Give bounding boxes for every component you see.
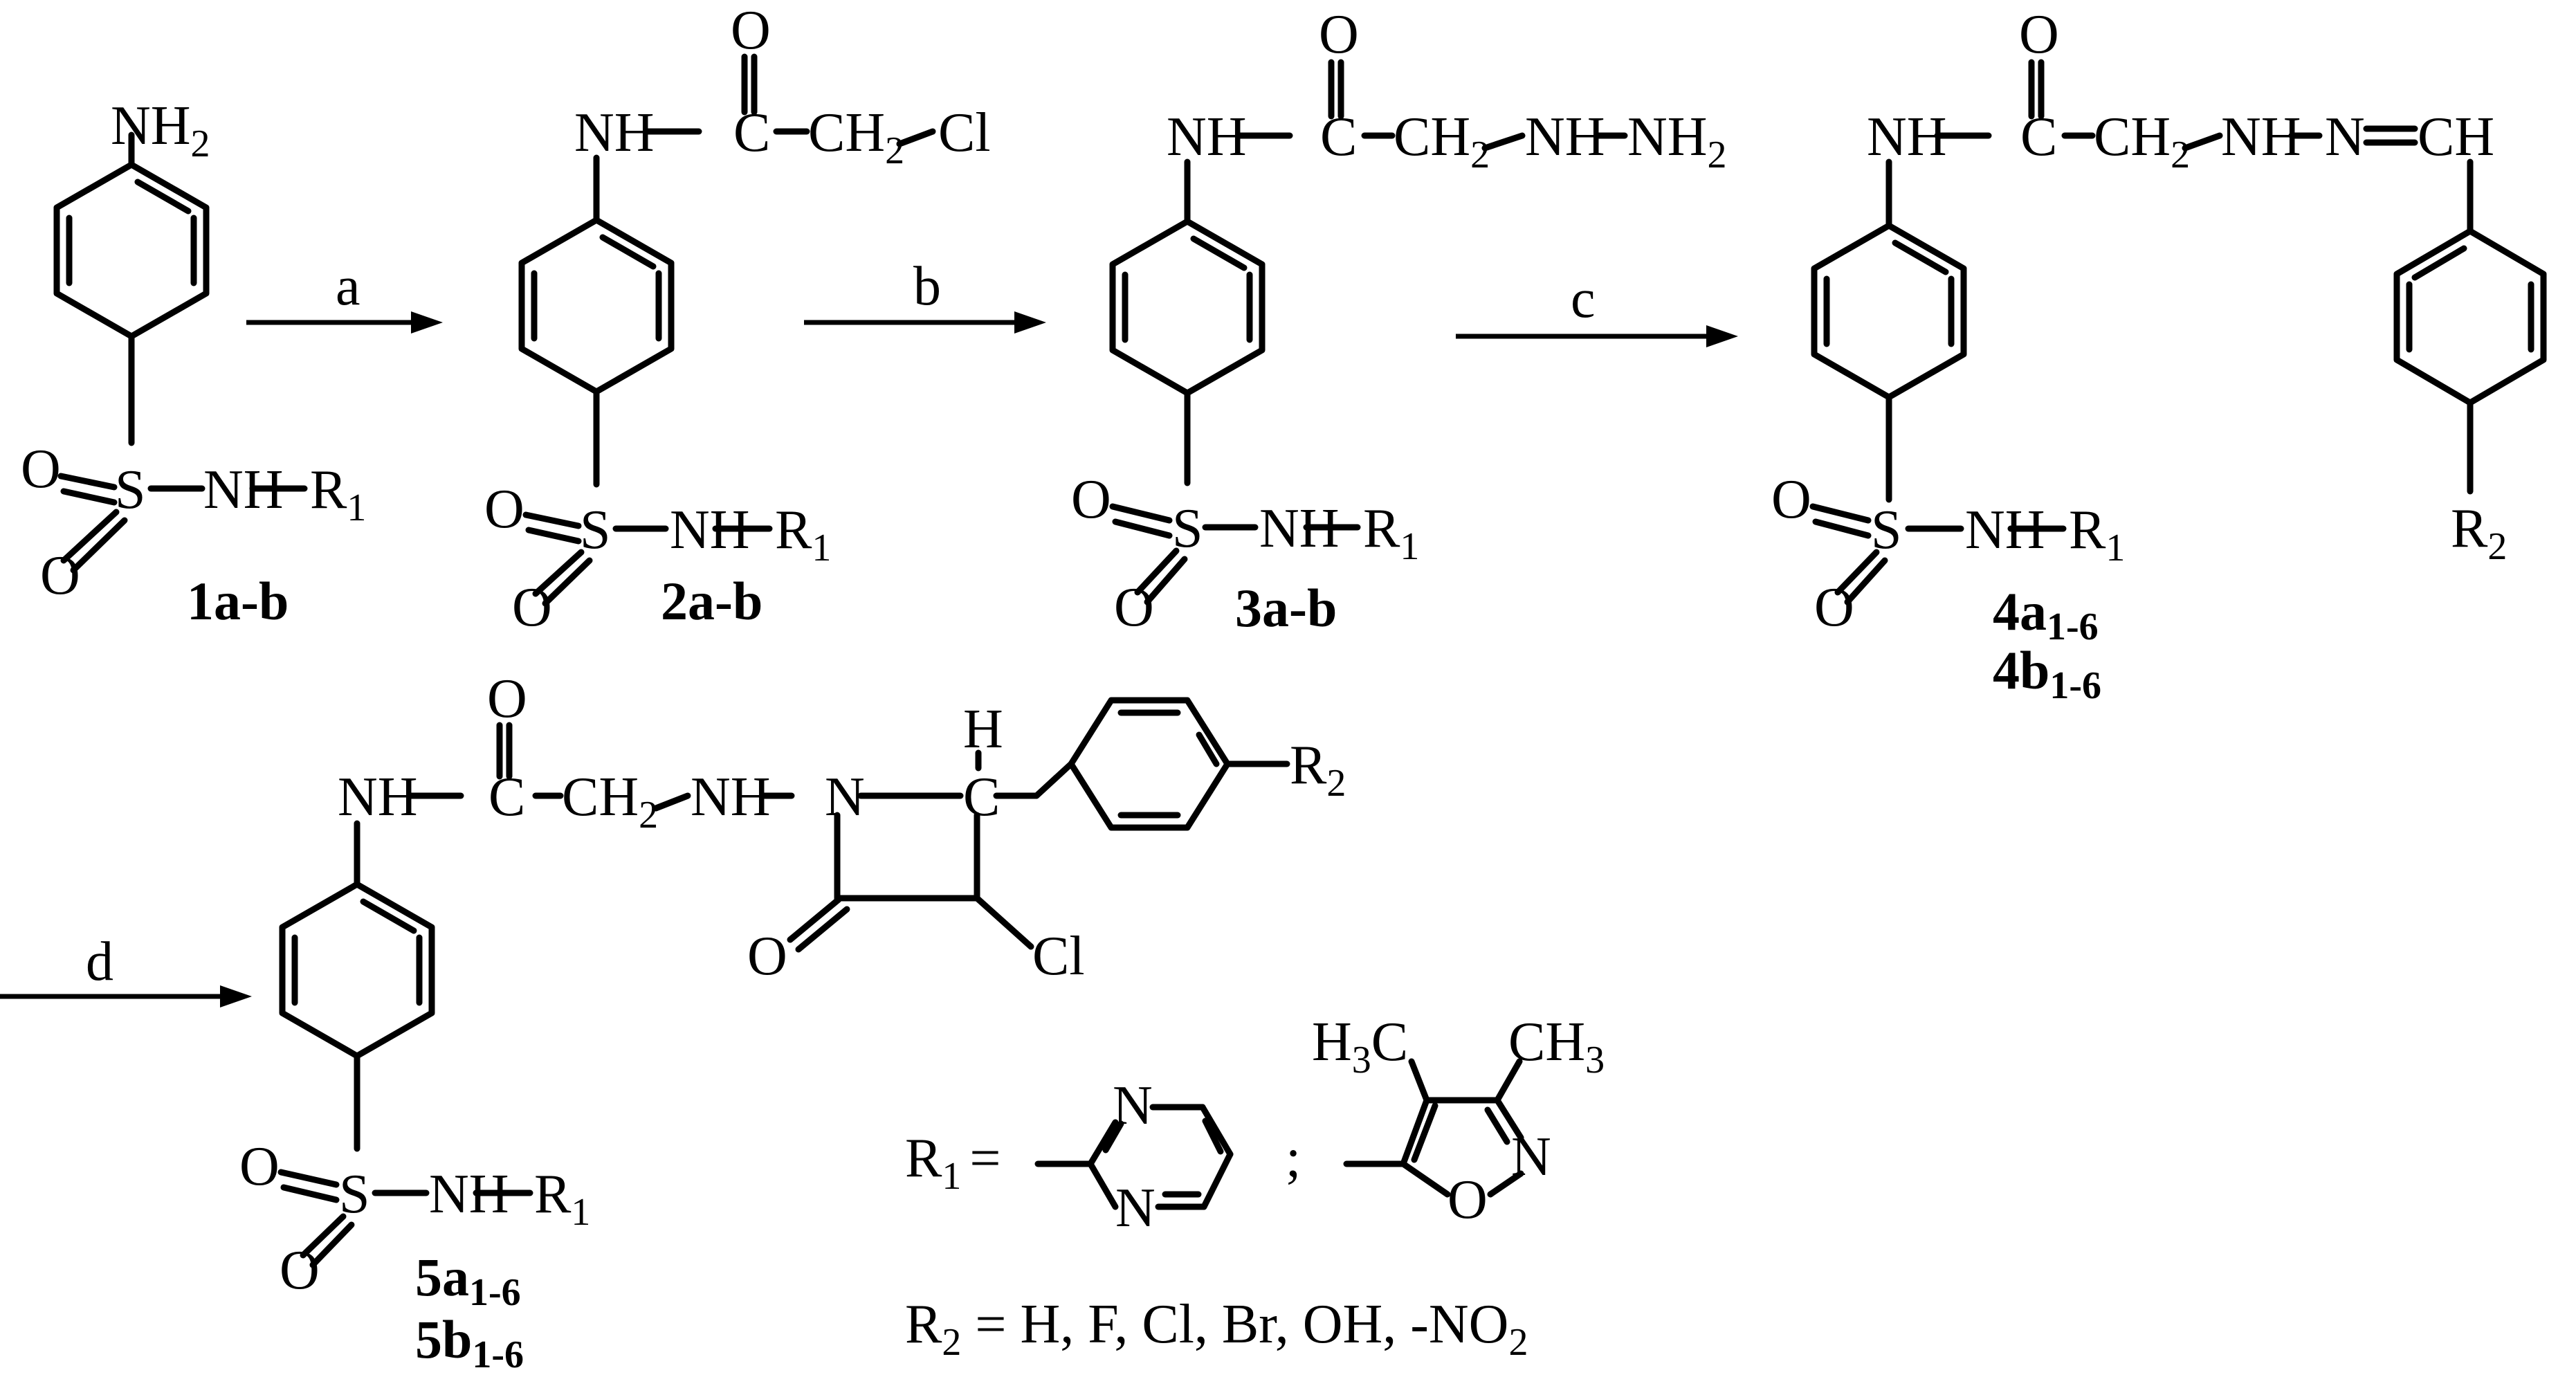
aryl-ring — [2393, 228, 2547, 495]
nh-label: NH — [1965, 500, 2045, 560]
compound-label: 3a-b — [1235, 578, 1337, 638]
methyl-group: CH3 — [1508, 1012, 1605, 1082]
compound-label-5b: 5b1-6 — [415, 1309, 524, 1376]
imine-ch: CH — [2418, 107, 2494, 167]
sulfonyl-oxygen: O — [239, 1136, 280, 1197]
r1-label: R1 — [310, 459, 366, 529]
carbonyl-oxygen: O — [2019, 4, 2059, 65]
reagent-label: b — [913, 256, 941, 317]
carbonyl-oxygen: O — [731, 0, 771, 61]
sulfonyl-oxygen: O — [280, 1240, 320, 1301]
amino-group: NH2 — [1627, 107, 1727, 176]
substituent-legend: R1= N N ; — [905, 1012, 1605, 1364]
chlorine-atom: Cl — [1032, 926, 1085, 987]
nh-label: NH — [338, 767, 418, 828]
arrow-d: d — [0, 931, 252, 1007]
r1-definition-label: R1= — [905, 1128, 1001, 1198]
carbonyl-carbon: C — [733, 102, 770, 163]
methylene-group: CH2 — [562, 767, 658, 837]
nh-label: NH — [429, 1164, 509, 1225]
nh-label: NH — [1867, 107, 1947, 167]
ring-nitrogen: N — [1113, 1075, 1153, 1136]
methylene-group: CH2 — [1394, 107, 1490, 176]
aryl-ring — [1033, 697, 1290, 831]
compound-1a-b: NH2 S O O NH R1 1a-b — [21, 95, 366, 631]
dimethylisoxazolyl-group: H3C CH3 N O — [1312, 1012, 1605, 1230]
sulfonyl-oxygen: O — [21, 439, 61, 500]
hydrazone-nh: NH — [2221, 107, 2301, 167]
imine-nitrogen: N — [2325, 107, 2365, 167]
arrow-a: a — [246, 256, 443, 334]
benzene-ring — [1109, 59, 1628, 531]
compound-label-5a: 5a1-6 — [415, 1247, 521, 1314]
sulfonamide-group: S O O NH R1 — [484, 479, 831, 638]
carbonyl-oxygen: O — [1319, 4, 1359, 65]
r1-label: R1 — [2069, 500, 2125, 569]
sulfonyl-oxygen: O — [1114, 577, 1154, 638]
nh-label: NH — [1167, 107, 1247, 167]
sulfonamide-group: S O O NH R1 — [1071, 469, 1419, 638]
sulfonamide-group: S O O NH R1 — [1771, 469, 2125, 638]
sulfonyl-oxygen: O — [484, 479, 524, 540]
sulfur-atom: S — [115, 459, 146, 520]
carbonyl-carbon: C — [2020, 107, 2057, 167]
compound-label: 1a-b — [187, 571, 289, 631]
r2-label: R2 — [2451, 498, 2507, 568]
sulfonamide-group: S O O NH R1 — [239, 1136, 590, 1301]
nh-label: NH — [203, 459, 284, 520]
compound-3a-b: NH O C CH2 NH NH2 S O O NH R1 3a-b — [1071, 4, 1727, 638]
reagent-label: d — [86, 931, 113, 992]
benzene-ring — [1811, 59, 2474, 532]
hydrazine-nh: NH — [1525, 107, 1605, 167]
r2-label: R2 — [1290, 735, 1346, 805]
benzene-ring — [53, 131, 308, 492]
sulfonyl-oxygen: O — [1071, 469, 1111, 530]
lactam-nitrogen: N — [825, 767, 865, 828]
compound-5: NH O C CH2 NH N H C O Cl R2 S O O NH R1 … — [239, 668, 1346, 1376]
nh-label: NH — [574, 102, 655, 163]
compound-label-4a: 4a1-6 — [1993, 581, 2099, 648]
nh-label: NH — [670, 500, 750, 560]
chlorine-atom: Cl — [938, 102, 991, 163]
ring-hydrogen: H — [963, 699, 1003, 760]
r2-definition: R2 = H, F, Cl, Br, OH, -NO2 — [905, 1294, 1528, 1364]
ring-nitrogen: N — [1115, 1178, 1155, 1239]
carbonyl-carbon: C — [1320, 107, 1357, 167]
benzene-ring — [518, 53, 936, 532]
carbonyl-carbon: C — [488, 767, 525, 828]
arrow-b: b — [804, 256, 1046, 334]
r1-label: R1 — [775, 500, 831, 569]
carbonyl-oxygen: O — [487, 668, 527, 729]
sulfur-atom: S — [580, 500, 611, 560]
hydrazide-nh: NH — [691, 767, 771, 828]
compound-label: 2a-b — [661, 571, 762, 631]
r1-label: R1 — [1363, 498, 1419, 568]
reagent-label: a — [336, 256, 360, 317]
methyl-group: H3C — [1312, 1012, 1408, 1082]
reagent-label: c — [1571, 268, 1596, 329]
compound-4: NH O C CH2 NH N CH R2 S O O NH R1 4a1-6 … — [1771, 4, 2547, 707]
ring-carbon: C — [963, 767, 1000, 828]
sulfonyl-oxygen: O — [1814, 577, 1854, 638]
sulfonyl-oxygen: O — [1771, 469, 1811, 530]
r1-label: R1 — [534, 1164, 590, 1234]
benzene-ring — [279, 722, 1040, 1196]
separator: ; — [1286, 1128, 1301, 1189]
methylene-group: CH2 — [808, 102, 904, 172]
lactam-oxygen: O — [747, 926, 787, 987]
arrow-c: c — [1456, 268, 1738, 347]
ring-nitrogen: N — [1511, 1127, 1551, 1187]
amino-group: NH2 — [111, 95, 210, 165]
compound-2a-b: NH O C CH2 Cl S O O NH R1 2a-b — [484, 0, 991, 638]
sulfonamide-group: S O O NH R1 — [21, 439, 366, 606]
ring-oxygen: O — [1447, 1169, 1488, 1230]
nh-label: NH — [1259, 498, 1340, 559]
methylene-group: CH2 — [2094, 107, 2190, 176]
compound-label-4b: 4b1-6 — [1993, 640, 2101, 707]
pyrimidinyl-group: N N — [1034, 1075, 1234, 1239]
